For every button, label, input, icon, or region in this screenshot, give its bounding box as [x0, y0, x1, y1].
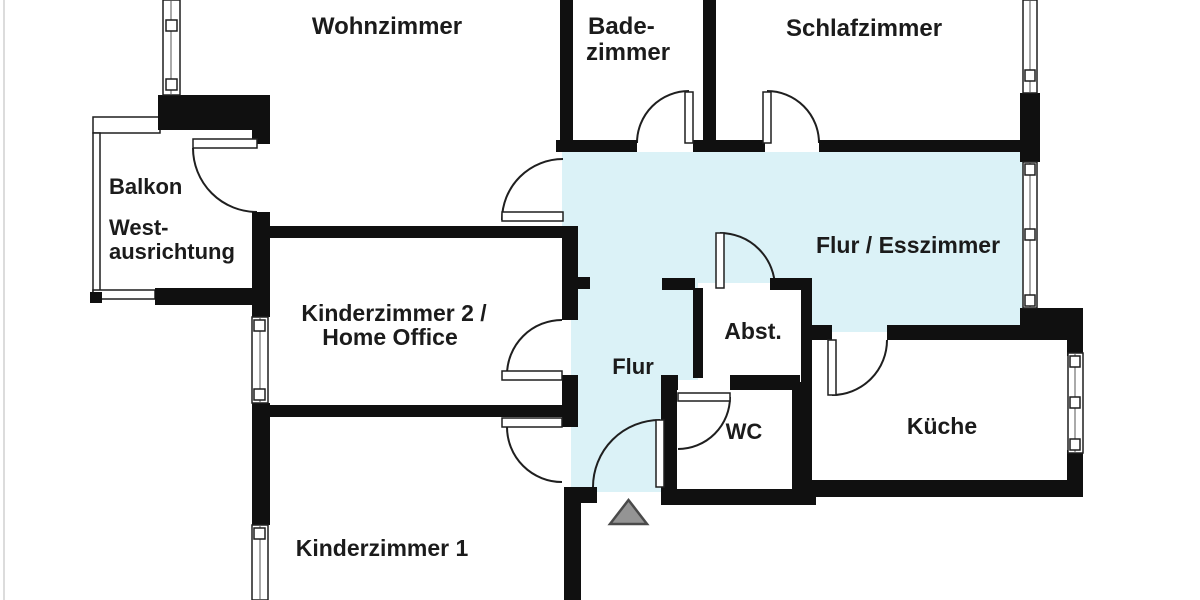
door-leaves [192, 91, 837, 488]
kids-room-1-door-leaf [501, 417, 563, 428]
room-label-wc: WC [725, 419, 763, 444]
living-room-door-leaf [501, 211, 564, 222]
bathroom-door-arc [636, 90, 690, 144]
balcony-railing-left [92, 132, 101, 294]
room-label-abstellraum: Abst. [724, 318, 782, 344]
walls [90, 0, 1083, 600]
entrance-door-arc [592, 419, 661, 488]
bedroom-window-upper [1022, 0, 1038, 94]
bath-bedroom-wall [703, 0, 716, 152]
door-swing-arcs [192, 90, 888, 488]
storage-right-wall [801, 278, 812, 387]
kitchen-door-arc [831, 339, 888, 396]
kitchen-window [1067, 352, 1084, 454]
kids1-top-wall [252, 405, 578, 417]
kids2-top-wall [252, 226, 578, 238]
balcony-orientation-line2: ausrichtung [109, 239, 235, 264]
wc-top-wall-right [730, 375, 800, 390]
balcony-railing-top [92, 116, 161, 134]
kids-room-2-door-leaf [501, 370, 563, 381]
left-wall-lower [252, 403, 270, 525]
room-label-badezimmer-line2: zimmer [586, 39, 671, 66]
balcony-orientation-line1: West- [109, 215, 169, 240]
kitchen-door-leaf [827, 339, 837, 396]
room-label-flur-esszimmer: Flur / Esszimmer [815, 232, 1001, 258]
living-room-door-arc [501, 158, 564, 221]
balcony-railing [92, 116, 161, 300]
wc-left-wall [661, 378, 677, 503]
windows [162, 0, 1084, 600]
kitchen-top-wall-right [887, 325, 1083, 340]
kids-room-1-door-arc [506, 426, 563, 483]
room-label-badezimmer-line1: Bade- [588, 13, 655, 40]
entrance-arrow-icon [607, 497, 650, 526]
storage-top-wall-left [662, 278, 695, 290]
bathroom-door-leaf [684, 91, 694, 144]
room-label-balkon: Balkon [109, 174, 183, 199]
kids1-window [251, 524, 269, 600]
dining-window [1022, 161, 1038, 309]
room-label-kinderzimmer1: Kinderzimmer 1 [295, 535, 469, 561]
kitchen-right-wall-upper [1067, 338, 1083, 356]
storage-left-wall [693, 288, 703, 378]
room-label-schlafzimmer: Schlafzimmer [785, 15, 943, 42]
hall-top-wall-seg1 [556, 140, 637, 152]
wc-door-arc [677, 396, 731, 450]
room-label-kinderzimmer2-line2: Home Office [322, 324, 458, 350]
hall-dining-highlight-area [562, 152, 1023, 492]
balcony-railing-bottom [92, 289, 156, 300]
corridor-stub-wall [570, 277, 590, 289]
bedroom-door-leaf [762, 91, 772, 144]
living-room-window [162, 0, 181, 96]
room-label-flur: Flur [612, 354, 654, 379]
kitchen-top-wall-left [811, 325, 832, 340]
left-wall-mid [252, 212, 270, 317]
corridor-left-wall-upper [562, 226, 578, 320]
corridor-left-wall-mid [562, 375, 578, 427]
corridor-left-wall-bottom [564, 487, 581, 600]
storage-door-arc [719, 232, 776, 289]
living-room-balcony-top-wall [158, 95, 270, 130]
room-label-kinderzimmer2-line1: Kinderzimmer 2 / [301, 300, 487, 326]
entrance-door-leaf [655, 419, 665, 488]
wc-top-wall-left [661, 375, 678, 390]
decorative-edge-line [3, 0, 5, 600]
wc-kitchen-wall [792, 382, 812, 503]
hall-top-wall-seg3 [819, 140, 1040, 152]
room-label-wohnzimmer: Wohnzimmer [311, 13, 463, 40]
hall-top-wall-seg2 [693, 140, 765, 152]
living-bath-wall [560, 0, 573, 152]
kitchen-bottom-wall [806, 480, 1083, 497]
kids2-window [251, 316, 269, 404]
storage-door-leaf [715, 232, 725, 289]
balcony-bottom-wall [155, 288, 270, 305]
kids-room-2-door-arc [506, 319, 563, 376]
right-wall-block-upper [1020, 93, 1040, 162]
balcony-corner-post [90, 292, 102, 303]
balcony-door-arc [192, 147, 258, 213]
balcony-door-leaf [192, 138, 258, 149]
bedroom-door-arc [766, 90, 820, 144]
wc-door-leaf [677, 392, 731, 402]
wc-bottom-wall [661, 489, 816, 505]
room-label-kueche: Küche [906, 413, 978, 439]
